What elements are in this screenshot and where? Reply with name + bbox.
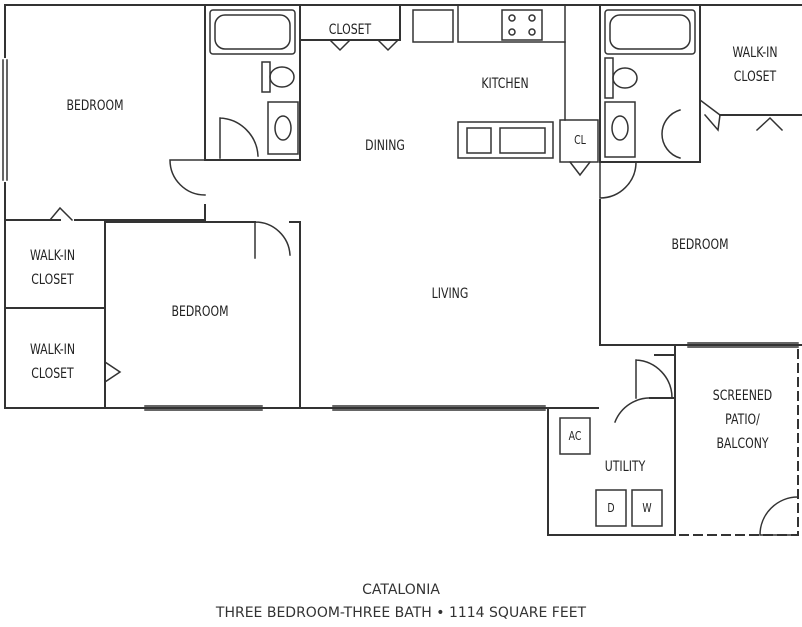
room-label-walkin-ne-line2: CLOSET: [733, 69, 777, 85]
room-label-utility: UTILITY: [604, 459, 646, 475]
room-label-walkin-w1-line1: WALK-IN: [29, 248, 76, 264]
plan-details: THREE BEDROOM-THREE BATH • 1114 SQUARE F…: [215, 605, 587, 621]
appliance-label-dryer: D: [607, 501, 615, 515]
room-label-patio-line1: SCREENED: [712, 388, 773, 404]
room-label-walkin-ne-line1: WALK-IN: [732, 45, 778, 61]
room-label-walkin-w2-line1: WALK-IN: [29, 342, 76, 358]
room-label-bedroom-sw: BEDROOM: [171, 304, 229, 320]
room-label-walkin-w1-line2: CLOSET: [31, 272, 74, 288]
room-label-bedroom-nw: BEDROOM: [66, 98, 124, 114]
windows: [2, 58, 799, 411]
appliance-label-ac: AC: [568, 429, 582, 443]
room-label-living: LIVING: [431, 286, 469, 302]
room-label-patio-line3: BALCONY: [716, 436, 769, 452]
plan-name: CATALONIA: [362, 582, 440, 598]
appliance-label-washer: W: [642, 501, 652, 515]
bifold-doors: [48, 38, 784, 384]
room-label-walkin-w2-line2: CLOSET: [31, 366, 74, 382]
room-label-kitchen: KITCHEN: [481, 76, 529, 92]
room-label-bedroom-e: BEDROOM: [671, 237, 729, 253]
interior-walls: [4, 4, 802, 409]
doors: [169, 98, 799, 536]
room-label-closet-cl: CL: [574, 133, 586, 147]
room-label-closet-top: CLOSET: [328, 22, 372, 38]
exterior-walls: [4, 4, 802, 536]
kitchen-counters: [412, 4, 599, 163]
room-label-dining: DINING: [365, 138, 405, 154]
bath-fixtures: [209, 9, 696, 158]
utility-appliances: [559, 417, 663, 527]
room-label-patio-line2: PATIO/: [725, 412, 760, 428]
